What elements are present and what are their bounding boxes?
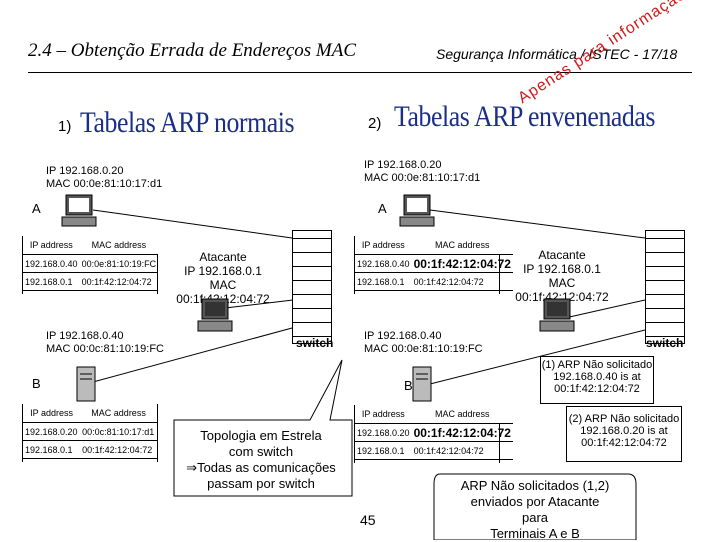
- attacker-computer-icon: [197, 298, 233, 332]
- server-icon: [412, 366, 432, 402]
- switch-label-right: switch: [646, 336, 684, 350]
- host-a-label: A: [32, 201, 41, 216]
- course-info: Segurança Informática / ISTEC - 17/18: [436, 46, 678, 62]
- host-b-label-right: B: [404, 378, 413, 393]
- header-rule: [28, 72, 692, 73]
- normal-arp-title: Tabelas ARP normais: [80, 106, 295, 139]
- host-a-label-right: A: [378, 201, 387, 216]
- poisoning-note: ARP Não solicitados (1,2)enviados por At…: [460, 478, 610, 541]
- switch-left: [292, 230, 332, 344]
- server-icon: [76, 366, 96, 402]
- topology-callout-shape: [173, 359, 353, 497]
- arp-note-shape: [433, 473, 637, 540]
- page-number: 45: [360, 512, 376, 528]
- slide-title: 2.4 – Obtenção Errada de Endereços MAC: [28, 40, 357, 61]
- poisoned-arp-title: Tabelas ARP envenenadas: [394, 100, 656, 133]
- computer-icon: [61, 194, 97, 227]
- computer-icon: [399, 194, 435, 227]
- section-number-2: 2): [368, 115, 382, 132]
- switch-right: [645, 230, 685, 344]
- attacker-computer-icon: [539, 298, 575, 332]
- switch-label-left: switch: [296, 336, 334, 350]
- host-b-label: B: [32, 376, 41, 391]
- section-number-1: 1): [58, 118, 72, 135]
